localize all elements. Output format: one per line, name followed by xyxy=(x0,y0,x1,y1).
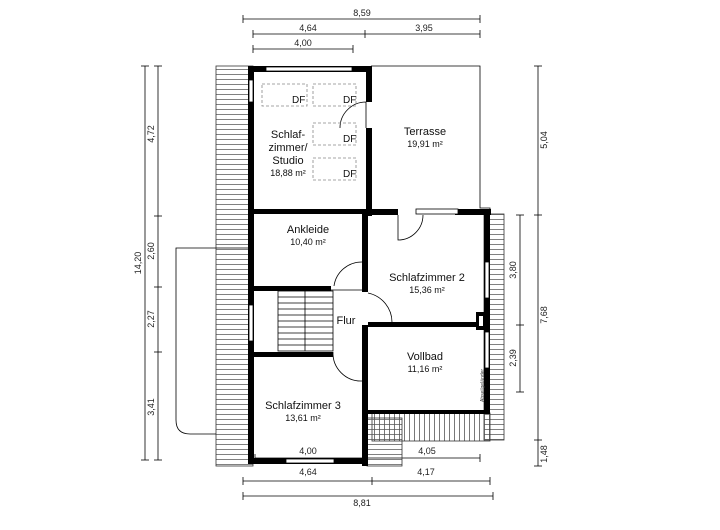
room-name-line: Studio xyxy=(272,155,303,167)
room-area: 13,61 m² xyxy=(285,413,321,423)
dim-top-inner: 4,00 xyxy=(294,38,312,48)
fall-protection-label: Abseilgeländer xyxy=(480,369,486,402)
dim-left-1: 4,72 xyxy=(146,125,156,143)
dim-top-left: 4,64 xyxy=(299,23,317,33)
room-schlafzimmer-studio: Schlaf- zimmer/ Studio 18,88 m² xyxy=(268,129,308,178)
room-name-line: Vollbad xyxy=(407,351,443,363)
top-dimensions: 8,59 4,64 3,95 4,00 xyxy=(242,8,481,53)
windows xyxy=(248,66,490,464)
dim-bottom-4: 4,17 xyxy=(417,467,435,477)
room-area: 18,88 m² xyxy=(270,168,306,178)
room-terrasse: Terrasse 19,91 m² xyxy=(404,126,446,149)
dim-bottom-1: 4,00 xyxy=(299,446,317,456)
dim-top-right: 3,95 xyxy=(415,23,433,33)
dim-left-2: 2,60 xyxy=(146,242,156,260)
door-swings xyxy=(331,101,424,382)
roof-hatching xyxy=(215,65,505,467)
room-area: 19,91 m² xyxy=(407,139,443,149)
skylight-label-1: DF xyxy=(292,95,305,106)
stairs xyxy=(277,290,334,352)
room-name-line: Ankleide xyxy=(287,224,329,236)
room-name-line: Flur xyxy=(337,315,356,327)
skylights: DF DF DF DF xyxy=(261,83,357,181)
dim-top-total: 8,59 xyxy=(353,8,371,18)
room-vollbad: Vollbad 11,16 m² xyxy=(407,351,443,374)
dim-right-3: 7,68 xyxy=(539,306,549,324)
room-ankleide: Ankleide 10,40 m² xyxy=(287,224,329,247)
dim-right-4: 2,39 xyxy=(508,349,518,367)
dim-right-1: 5,04 xyxy=(539,131,549,149)
room-area: 11,16 m² xyxy=(408,364,443,374)
dim-left-total: 14,20 xyxy=(133,252,143,275)
skylight-label-3: DF xyxy=(343,134,356,145)
dim-left-4: 3,41 xyxy=(146,398,156,416)
dim-bottom-2: 4,05 xyxy=(418,446,436,456)
room-labels: Schlaf- zimmer/ Studio 18,88 m² Terrasse… xyxy=(265,126,465,423)
dim-left-3: 2,27 xyxy=(146,310,156,328)
dim-right-5: 1,48 xyxy=(539,445,549,463)
bottom-dimensions: 4,00 4,05 4,64 4,17 8,81 xyxy=(242,446,494,508)
dim-bottom-total: 8,81 xyxy=(353,498,371,508)
room-area: 15,36 m² xyxy=(409,285,445,295)
dim-bottom-3: 4,64 xyxy=(299,467,317,477)
dim-right-2: 3,80 xyxy=(508,261,518,279)
room-name-line: zimmer/ xyxy=(268,142,308,154)
skylight-label-4: DF xyxy=(343,169,356,180)
room-name-line: Schlaf- xyxy=(271,129,306,141)
room-name-line: Schlafzimmer 3 xyxy=(265,400,341,412)
room-name-line: Schlafzimmer 2 xyxy=(389,272,465,284)
right-dimensions: 5,04 3,80 7,68 2,39 1,48 xyxy=(508,65,549,467)
room-area: 10,40 m² xyxy=(290,237,326,247)
left-dimensions: 14,20 4,72 2,60 2,27 3,41 xyxy=(133,65,162,461)
room-schlafzimmer-2: Schlafzimmer 2 15,36 m² xyxy=(389,272,465,295)
room-name-line: Terrasse xyxy=(404,126,446,138)
room-schlafzimmer-3: Schlafzimmer 3 13,61 m² xyxy=(265,400,341,423)
skylight-label-2: DF xyxy=(343,95,356,106)
room-flur: Flur xyxy=(337,315,356,327)
balcony-outline xyxy=(175,247,253,435)
